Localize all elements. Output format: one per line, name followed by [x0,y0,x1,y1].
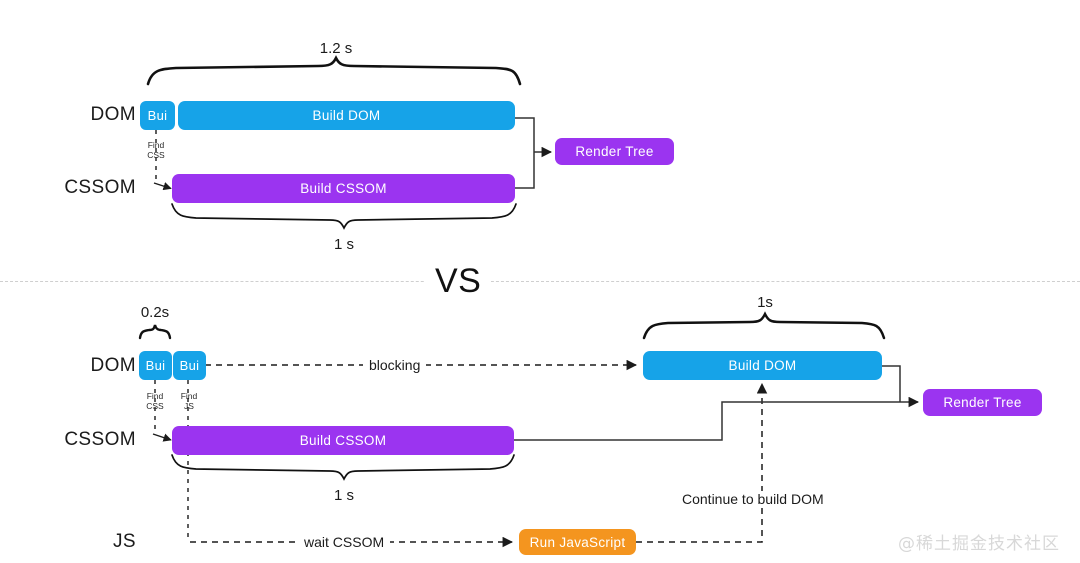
bottom-bar-build-cssom[interactable]: Build CSSOM [172,426,514,455]
top-bar-build-dom[interactable]: Build DOM [178,101,515,130]
find-css-arrowhead-bottom [152,433,172,442]
bottom-find-js-line1: Find [180,391,198,401]
bottom-duration-head-parse: 0.2s [140,304,170,321]
find-css-arrowhead-top [153,182,172,191]
brace-bottom-cssom [171,454,515,481]
bottom-row-label-js: JS [113,531,136,552]
top-bar-build-start[interactable]: Bui [140,101,175,130]
brace-bottom-dom [642,311,886,340]
cssom-to-render-tree-connector [514,396,920,441]
top-duration-total: 1.2 s [319,40,353,57]
brace-bottom-head [138,324,172,340]
bottom-row-label-dom: DOM [90,355,136,376]
bottom-find-js-label: Find JS [165,391,213,411]
top-find-css-line1: Find [147,140,165,150]
bottom-find-js-line2: JS [184,401,194,411]
blocking-label: blocking [363,357,427,373]
bottom-duration-cssom: 1 s [333,487,354,504]
bottom-bar-build-dom[interactable]: Build DOM [643,351,882,380]
bottom-find-css-line2: CSS [146,401,164,411]
watermark: @稀土掘金技术社区 [898,534,1060,554]
wait-cssom-label: wait CSSOM [298,534,391,550]
bottom-find-css-label: Find CSS [131,391,179,411]
vs-label: VS [425,262,492,301]
bottom-duration-dom-resume: 1s [757,294,773,311]
scenario-divider [0,281,1080,282]
top-find-css-line2: CSS [147,150,165,160]
bottom-bar-build-start-2[interactable]: Bui [173,351,206,380]
top-find-css-label: Find CSS [132,140,180,160]
bottom-bar-run-javascript[interactable]: Run JavaScript [519,529,636,555]
bottom-row-label-cssom: CSSOM [64,429,136,450]
continue-build-dom-label: Continue to build DOM [676,491,830,507]
continue-build-dom-arrow [636,382,768,543]
brace-top-cssom [171,203,517,230]
bottom-bar-render-tree[interactable]: Render Tree [923,389,1042,416]
top-row-label-cssom: CSSOM [64,177,136,198]
top-bar-render-tree[interactable]: Render Tree [555,138,674,165]
bottom-bar-build-start-1[interactable]: Bui [139,351,172,380]
render-tree-joiner-top [515,117,553,189]
top-row-label-dom: DOM [90,104,136,125]
bottom-find-css-line1: Find [146,391,164,401]
brace-top-total [146,55,522,86]
top-bar-build-cssom[interactable]: Build CSSOM [172,174,515,203]
top-duration-cssom: 1 s [333,236,354,253]
dom-to-render-tree-connector [881,365,901,402]
